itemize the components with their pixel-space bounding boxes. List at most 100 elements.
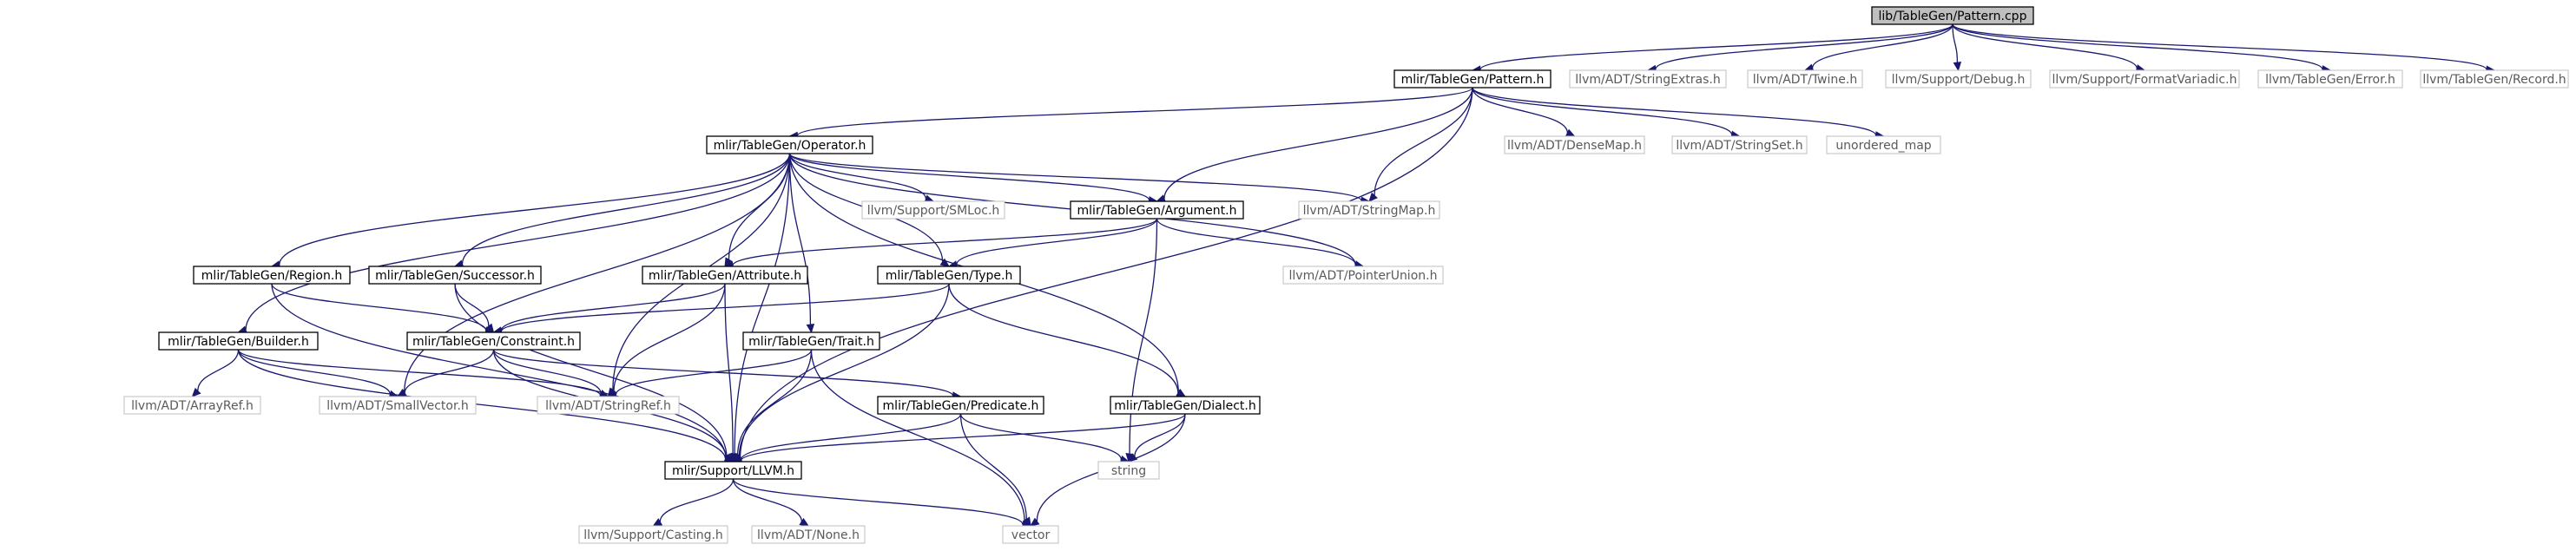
- node-box: [368, 266, 542, 285]
- node-box: [877, 396, 1044, 415]
- node-label: llvm/ADT/StringMap.h: [1303, 204, 1436, 218]
- node-label: llvm/ADT/Twine.h: [1753, 73, 1857, 87]
- graph-nodes: lib/TableGen/Pattern.cpp mlir/TableGen/Pa…: [123, 6, 2569, 544]
- node-box: [406, 331, 581, 351]
- edge-llvm_h-to-none: [732, 478, 803, 522]
- edge-type_h-to-constraint_h: [500, 283, 950, 332]
- node-successor-h[interactable]: mlir/TableGen/Successor.h: [368, 266, 542, 285]
- edge-region_h-to-llvm_h: [271, 283, 727, 459]
- node-region-h[interactable]: mlir/TableGen/Region.h: [193, 266, 351, 285]
- node-debug: llvm/Support/Debug.h: [1885, 69, 2032, 89]
- edge-llvm_h-to-casting: [659, 478, 735, 522]
- node-box: [1282, 266, 1444, 285]
- edge-constraint_h-to-stringref: [492, 349, 602, 394]
- node-label: llvm/ADT/StringSet.h: [1676, 139, 1802, 153]
- node-stringset: llvm/ADT/StringSet.h: [1671, 135, 1808, 154]
- node-box: [537, 396, 680, 415]
- node-label: lib/TableGen/Pattern.cpp: [1879, 10, 2027, 23]
- node-label: string: [1111, 464, 1146, 478]
- node-stringref: llvm/ADT/StringRef.h: [537, 396, 680, 415]
- node-predicate-h[interactable]: mlir/TableGen/Predicate.h: [877, 396, 1044, 415]
- edge-type_h-to-llvm_h: [738, 283, 950, 457]
- arrow-head-llvm_h-to-none: [799, 517, 810, 527]
- edge-pattern_h-to-stringmap: [1374, 87, 1473, 196]
- node-label: mlir/TableGen/Region.h: [201, 269, 342, 283]
- node-box: [1097, 461, 1160, 480]
- node-label: llvm/ADT/ArrayRef.h: [131, 399, 254, 413]
- node-label: llvm/Support/Debug.h: [1892, 73, 2026, 87]
- node-root[interactable]: lib/TableGen/Pattern.cpp: [1871, 6, 2034, 25]
- node-label: llvm/ADT/SmallVector.h: [326, 399, 469, 413]
- node-smloc: llvm/Support/SMLoc.h: [861, 200, 1005, 220]
- edge-constraint_h-to-predicate_h: [492, 349, 954, 397]
- node-label: mlir/TableGen/Pattern.h: [1401, 73, 1545, 87]
- edge-root-to-twine: [1811, 23, 1953, 69]
- node-label: mlir/TableGen/Type.h: [886, 269, 1013, 283]
- edge-root-to-formatvariadic: [1952, 23, 2138, 69]
- node-box: [742, 331, 880, 351]
- node-label: llvm/TableGen/Error.h: [2265, 73, 2395, 87]
- node-box: [1393, 69, 1552, 89]
- edge-attribute_h-to-constraint_h: [500, 283, 726, 331]
- node-box: [123, 396, 261, 415]
- node-operator-h[interactable]: mlir/TableGen/Operator.h: [706, 135, 873, 154]
- node-label: mlir/TableGen/Predicate.h: [883, 399, 1039, 413]
- edge-root-to-debug: [1952, 23, 1959, 63]
- edge-root-to-error: [1952, 23, 2323, 70]
- node-builder-h[interactable]: mlir/TableGen/Builder.h: [158, 331, 319, 351]
- node-box: [877, 266, 1021, 285]
- node-string: string: [1097, 461, 1160, 480]
- node-label: llvm/Support/Casting.h: [583, 528, 723, 542]
- node-casting: llvm/Support/Casting.h: [578, 525, 728, 544]
- edge-type_h-to-dialect_h: [948, 283, 1179, 394]
- edge-builder_h-to-arrayref: [197, 349, 240, 391]
- node-box: [706, 135, 873, 154]
- node-dialect-h[interactable]: mlir/TableGen/Dialect.h: [1110, 396, 1261, 415]
- node-constraint-h[interactable]: mlir/TableGen/Constraint.h: [406, 331, 581, 351]
- node-box: [193, 266, 351, 285]
- edge-predicate_h-to-vector: [959, 413, 1027, 520]
- node-unordered-map: unordered_map: [1826, 135, 1941, 154]
- node-label: llvm/ADT/PointerUnion.h: [1289, 269, 1438, 283]
- graph-edges: [191, 23, 2496, 529]
- node-box: [158, 331, 319, 351]
- edge-successor_h-to-constraint_h: [454, 283, 490, 326]
- node-label: mlir/Support/LLVM.h: [672, 464, 794, 478]
- node-label: llvm/Support/FormatVariadic.h: [2052, 73, 2237, 87]
- node-box: [319, 396, 477, 415]
- edge-trait_h-to-stringref: [615, 349, 813, 396]
- edge-argument_h-to-attribute_h: [732, 218, 1158, 266]
- node-attribute-h[interactable]: mlir/TableGen/Attribute.h: [642, 266, 808, 285]
- node-box: [1110, 396, 1261, 415]
- edge-attribute_h-to-llvm_h: [724, 283, 734, 455]
- edge-operator_h-to-builder_h: [245, 153, 791, 331]
- edge-pattern_h-to-llvm_h: [739, 87, 1473, 458]
- node-box: [642, 266, 808, 285]
- edge-predicate_h-to-string: [959, 413, 1122, 460]
- node-label: llvm/ADT/StringExtras.h: [1575, 73, 1720, 87]
- node-pattern-h[interactable]: mlir/TableGen/Pattern.h: [1393, 69, 1552, 89]
- node-trait-h[interactable]: mlir/TableGen/Trait.h: [742, 331, 880, 351]
- edge-argument_h-to-string: [1129, 218, 1158, 455]
- node-stringmap: llvm/ADT/StringMap.h: [1298, 200, 1440, 220]
- edge-pattern_h-to-argument_h: [1163, 87, 1473, 199]
- node-box: [861, 200, 1005, 220]
- arrow-head-operator_h-to-attribute_h: [724, 257, 733, 268]
- edge-operator_h-to-smloc: [788, 153, 927, 200]
- node-box: [1885, 69, 2032, 89]
- edge-operator_h-to-stringmap: [788, 153, 1362, 201]
- node-box: [1671, 135, 1808, 154]
- edge-trait_h-to-llvm_h: [737, 349, 813, 456]
- node-type-h[interactable]: mlir/TableGen/Type.h: [877, 266, 1021, 285]
- arrow-head-root-to-debug: [1953, 61, 1962, 72]
- edge-dialect_h-to-string: [1134, 413, 1186, 457]
- node-box: [1504, 135, 1645, 154]
- node-label: llvm/ADT/StringRef.h: [545, 399, 671, 413]
- node-label: mlir/TableGen/Builder.h: [168, 335, 309, 349]
- node-label: mlir/TableGen/Dialect.h: [1114, 399, 1255, 413]
- node-argument-h[interactable]: mlir/TableGen/Argument.h: [1070, 200, 1244, 220]
- node-box: [2257, 69, 2403, 89]
- node-llvm-h[interactable]: mlir/Support/LLVM.h: [664, 461, 802, 480]
- node-box: [1002, 525, 1059, 544]
- node-box: [2049, 69, 2240, 89]
